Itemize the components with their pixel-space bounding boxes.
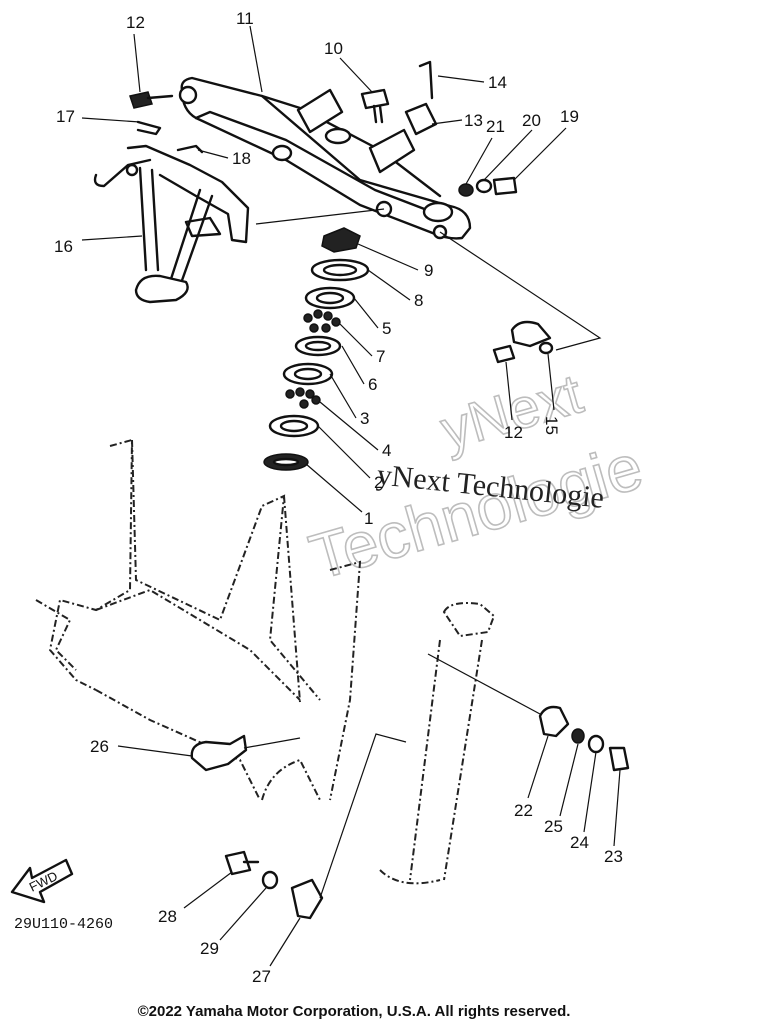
callout-14: 14 — [488, 73, 507, 92]
callout-23: 23 — [604, 847, 623, 866]
callout-2: 2 — [374, 473, 383, 492]
callout-11: 11 — [236, 9, 254, 28]
callout-labels: 1 2 3 4 5 6 7 8 9 10 11 12 12 13 14 15 1… — [54, 9, 623, 986]
callout-12-top: 12 — [126, 13, 145, 32]
fork-tube-outline — [379, 602, 541, 885]
callout-17: 17 — [56, 107, 75, 126]
callout-26: 26 — [90, 737, 109, 756]
callout-27: 27 — [252, 967, 271, 986]
callout-6: 6 — [368, 375, 377, 394]
callout-21: 21 — [486, 117, 505, 136]
callout-18: 18 — [232, 149, 251, 168]
watermark: yNext Technologie yNext Technologie — [301, 361, 651, 595]
callout-10: 10 — [324, 39, 343, 58]
copyright-notice: ©2022 Yamaha Motor Corporation, U.S.A. A… — [138, 1003, 571, 1020]
callout-12-right: 12 — [504, 423, 523, 442]
callout-7: 7 — [376, 347, 385, 366]
callout-leaders — [81, 25, 621, 967]
callout-24: 24 — [570, 833, 589, 852]
frame-outline — [35, 438, 362, 801]
callout-16: 16 — [54, 237, 73, 256]
callout-4: 4 — [382, 441, 391, 460]
steering-stem-stack — [263, 227, 370, 471]
callout-1: 1 — [364, 509, 373, 528]
drawing-code: 29U110-4260 — [14, 916, 113, 933]
brake-hose-guide — [93, 144, 250, 304]
callout-25: 25 — [544, 817, 563, 836]
bolt-10 — [360, 88, 390, 124]
callout-29: 29 — [200, 939, 219, 958]
callout-5: 5 — [382, 319, 391, 338]
callout-22: 22 — [514, 801, 533, 820]
callout-3: 3 — [360, 409, 369, 428]
callout-15: 15 — [542, 416, 561, 435]
callout-13: 13 — [464, 111, 483, 130]
callout-28: 28 — [158, 907, 177, 926]
fwd-arrow-icon: FWD — [10, 858, 74, 904]
callout-19: 19 — [560, 107, 579, 126]
bolt-12-top — [129, 91, 174, 109]
callout-8: 8 — [414, 291, 423, 310]
callout-9: 9 — [424, 261, 433, 280]
under-bracket — [178, 76, 472, 240]
callout-20: 20 — [522, 111, 541, 130]
